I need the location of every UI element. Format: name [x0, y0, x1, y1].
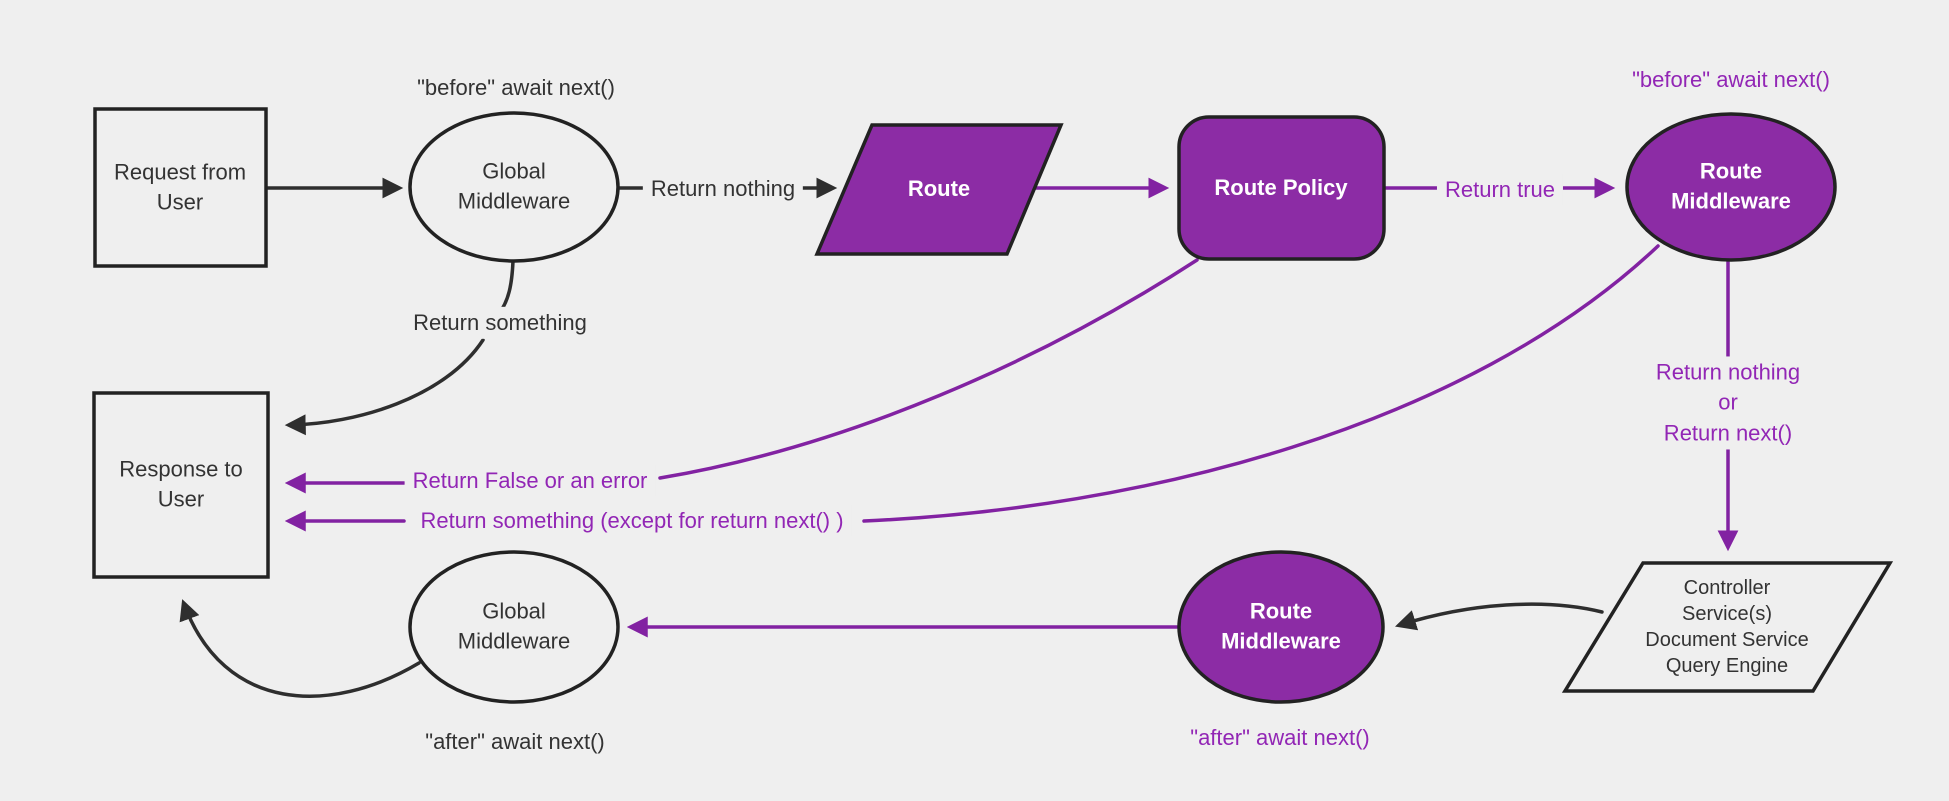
node-response-to-user	[92, 391, 270, 579]
node-request-from-user	[93, 107, 268, 268]
edge-services-to-route-middleware-bottom	[1394, 602, 1604, 631]
node-route-middleware-bottom	[1177, 550, 1385, 704]
edge-return-something-except-curve	[862, 244, 1660, 523]
edge-return-false-curve	[658, 258, 1199, 480]
edge-return-something-lower	[284, 338, 485, 436]
node-route	[814, 123, 1064, 256]
node-services	[1561, 561, 1894, 693]
node-global-middleware-top	[408, 111, 620, 263]
node-route-middleware-top	[1625, 112, 1837, 262]
node-global-middleware-bottom	[408, 550, 620, 704]
edge-global-middleware-bottom-to-response	[179, 599, 421, 698]
node-route-policy	[1177, 115, 1386, 261]
edge-return-something-upper	[496, 259, 515, 317]
